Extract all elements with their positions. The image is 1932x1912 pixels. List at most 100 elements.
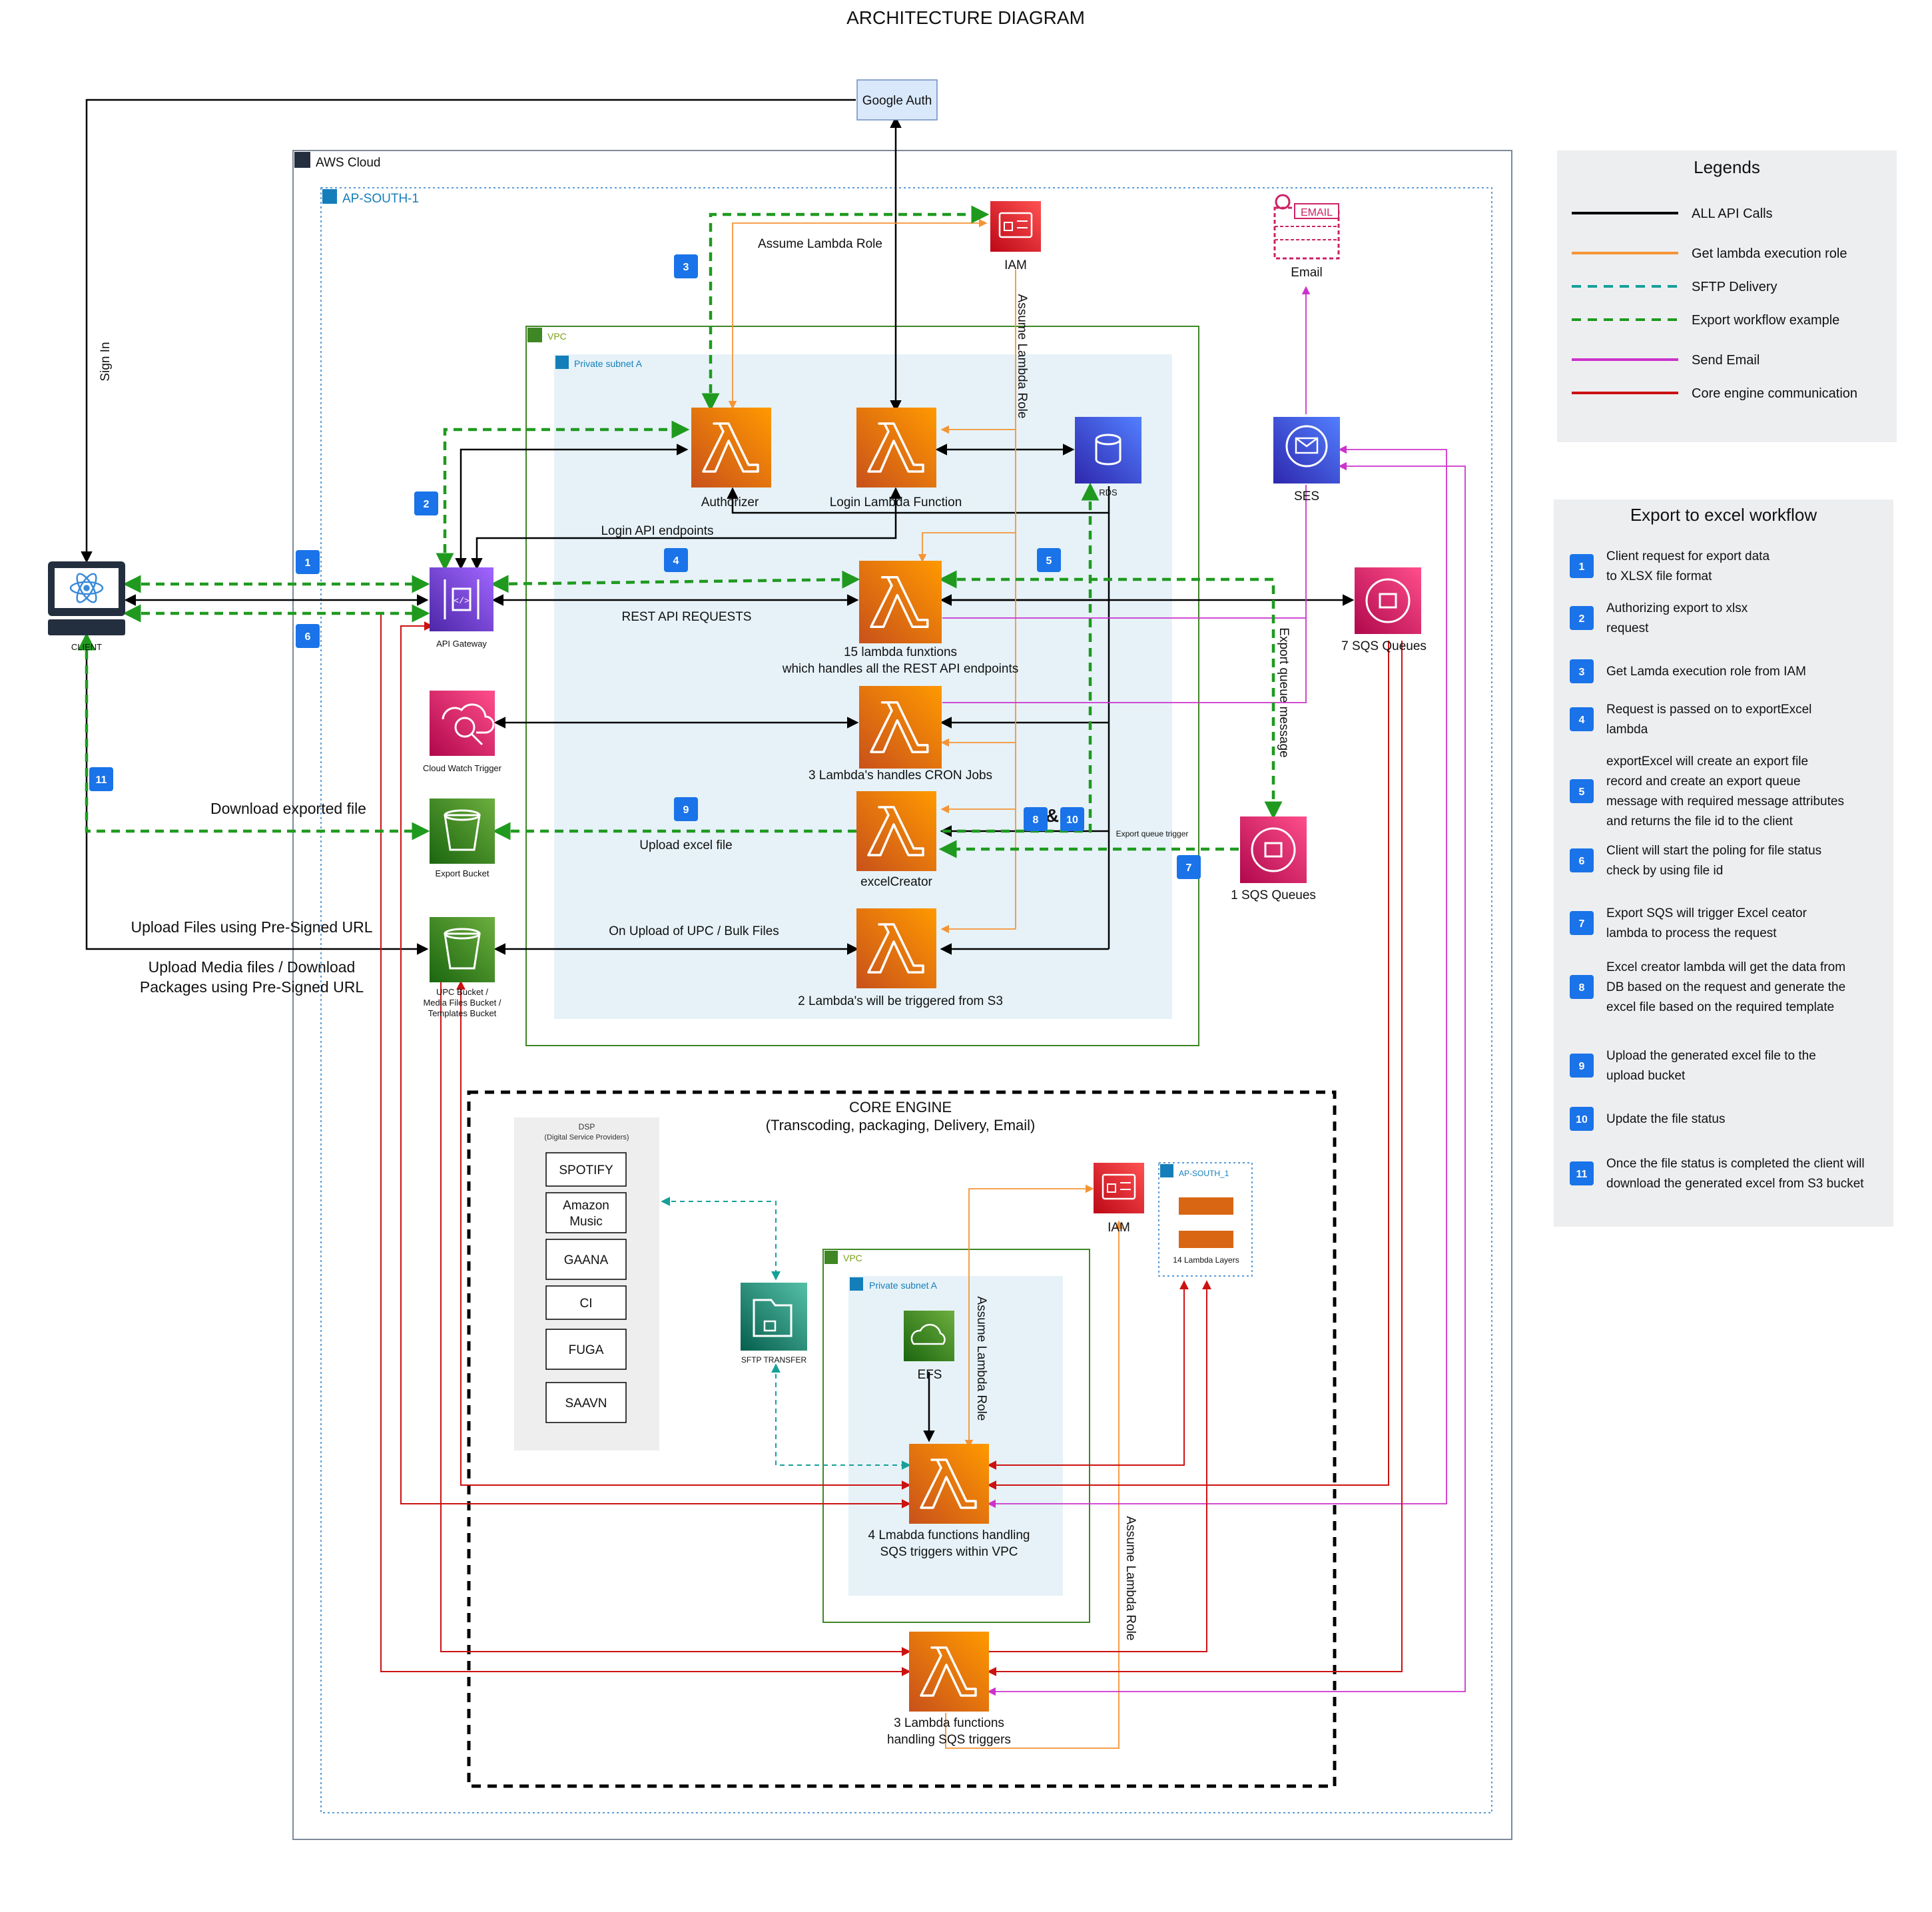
workflow-step-number: 7 bbox=[1579, 918, 1585, 930]
react-icon bbox=[69, 573, 104, 603]
rest-lambda[interactable] bbox=[859, 561, 942, 643]
lambda-icon bbox=[920, 1458, 977, 1509]
sftp-lines bbox=[661, 1197, 911, 1470]
workflow-step-text: to XLSX file format bbox=[1606, 569, 1712, 583]
excel-creator-label: excelCreator bbox=[860, 875, 932, 889]
api-gateway-label: API Gateway bbox=[436, 639, 487, 649]
queue-icon bbox=[1379, 593, 1397, 609]
apigw-authorizer-flow bbox=[436, 420, 690, 571]
sqs1-node[interactable]: 1 SQS Queues bbox=[1231, 816, 1316, 902]
aws-cloud-group: AWS Cloud bbox=[292, 150, 1512, 1840]
authorizer-lambda[interactable] bbox=[691, 408, 771, 487]
core-lambda3[interactable] bbox=[909, 1632, 989, 1712]
step-badge-8: 8 bbox=[1024, 807, 1048, 831]
login-api-label: Login API endpoints bbox=[601, 524, 713, 538]
client-upc-line bbox=[85, 636, 429, 955]
workflow-steps: 1 Client request for export data to XLSX f… bbox=[1570, 549, 1865, 1191]
s3-lambda[interactable] bbox=[856, 908, 936, 988]
upc-bucket-node[interactable]: UPC Bucket / Media Files Bucket / Templa… bbox=[423, 917, 501, 1018]
step-badge-label: 7 bbox=[1186, 862, 1192, 874]
rest-lambda-label-2: which handles all the REST API endpoints bbox=[782, 662, 1019, 676]
workflow-step-number: 2 bbox=[1579, 613, 1585, 625]
workflow-step-text: Client request for export data bbox=[1606, 549, 1770, 563]
authorizer-label: Authorizer bbox=[701, 495, 759, 509]
workflow-step-text: Upload the generated excel file to the bbox=[1606, 1049, 1816, 1063]
step-badge-label: 1 bbox=[305, 557, 311, 569]
core-iam-node[interactable]: IAM bbox=[1094, 1163, 1144, 1235]
dsp-spotify: SPOTIFY bbox=[545, 1152, 627, 1187]
iam-node[interactable]: IAM bbox=[990, 201, 1041, 272]
legend-item: ALL API Calls bbox=[1572, 206, 1773, 221]
google-auth-box[interactable]: Google Auth bbox=[856, 79, 938, 121]
lock-icon bbox=[1004, 222, 1013, 231]
step-badge-2: 2 bbox=[414, 491, 438, 515]
excel-creator-lambda[interactable] bbox=[856, 791, 936, 871]
ses-label: SES bbox=[1294, 489, 1319, 503]
cloudwatch-node[interactable]: Cloud Watch Trigger bbox=[423, 691, 502, 773]
login-lambda[interactable] bbox=[856, 408, 936, 487]
core-region-label: AP-SOUTH_1 bbox=[1179, 1169, 1229, 1178]
core4-layers-line bbox=[987, 1280, 1189, 1470]
assume-role-vertical-label: Assume Lambda Role bbox=[1015, 294, 1029, 419]
core3-ses-line bbox=[987, 462, 1466, 1696]
core-region-group: AP-SOUTH_1 14 Lambda Layers bbox=[1158, 1162, 1253, 1277]
workflow-step-badge bbox=[1570, 911, 1594, 935]
api-gateway-node[interactable]: </> API Gateway bbox=[430, 567, 493, 649]
dsp-fuga-label: FUGA bbox=[569, 1343, 604, 1357]
apigw-core4-line bbox=[400, 621, 911, 1508]
apigw-rest-flow bbox=[490, 570, 860, 593]
upc-bucket-label-1: UPC Bucket / bbox=[436, 987, 488, 997]
download-exported-label: Download exported file bbox=[210, 800, 366, 817]
google-auth-label: Google Auth bbox=[862, 94, 932, 108]
workflow-step-text: Update the file status bbox=[1606, 1112, 1726, 1126]
upload-excel-label: Upload excel file bbox=[639, 838, 732, 852]
legend-label: SFTP Delivery bbox=[1692, 280, 1777, 294]
client-bucket-flow bbox=[77, 632, 430, 840]
iam-label: IAM bbox=[1004, 258, 1027, 272]
dsp-amazon-label-2: Music bbox=[569, 1215, 603, 1229]
workflow-step-text: message with required message attributes bbox=[1606, 795, 1844, 808]
lambda-icon bbox=[870, 701, 929, 753]
workflow-step-badge bbox=[1570, 554, 1594, 578]
step-badge-label: 5 bbox=[1046, 555, 1052, 567]
workflow-step-badge bbox=[1570, 1107, 1594, 1131]
ses-node[interactable]: SES bbox=[1273, 417, 1340, 503]
legend-label: ALL API Calls bbox=[1692, 206, 1773, 221]
workflow-step-number: 1 bbox=[1579, 561, 1585, 573]
workflow-step-number: 5 bbox=[1579, 787, 1585, 798]
core-vpc-label: VPC bbox=[843, 1253, 862, 1263]
workflow-step-badge bbox=[1570, 1054, 1594, 1078]
vpc-label: VPC bbox=[547, 331, 567, 342]
dsp-gaana-label: GAANA bbox=[564, 1253, 609, 1267]
efs-node[interactable]: EFS bbox=[904, 1311, 954, 1382]
workflow-step: 1 Client request for export data to XLSX f… bbox=[1570, 549, 1770, 583]
rest-lambda-label-1: 15 lambda funxtions bbox=[844, 645, 957, 659]
lambda-icon bbox=[870, 576, 929, 628]
ampersand-label: & bbox=[1046, 805, 1059, 826]
step-badge-label: 9 bbox=[683, 804, 689, 816]
sign-in-line bbox=[81, 99, 856, 563]
client-node[interactable]: CLIENT bbox=[48, 561, 125, 652]
export-bucket-node[interactable]: Export Bucket bbox=[430, 798, 495, 878]
core-assume-role-label-2: Assume Lambda Role bbox=[1124, 1516, 1137, 1641]
workflow-step-text: Client will start the poling for file st… bbox=[1606, 844, 1821, 858]
sftp-node[interactable]: SFTP TRANSFER bbox=[741, 1283, 807, 1365]
core-engine-lines bbox=[380, 613, 1403, 1676]
step-badge-label: 8 bbox=[1033, 814, 1039, 826]
rds-node[interactable]: RDS bbox=[1075, 417, 1141, 497]
step-badge-10: 10 bbox=[1060, 807, 1084, 831]
rest-api-label: REST API REQUESTS bbox=[622, 610, 752, 624]
core-lambda4-label-1: 4 Lmabda functions handling bbox=[868, 1528, 1030, 1542]
workflow-step-text: exportExcel will create an export file bbox=[1606, 755, 1808, 769]
core-lambda4[interactable] bbox=[909, 1444, 989, 1524]
workflow-step-text: DB based on the request and generate the bbox=[1606, 980, 1845, 994]
email-node[interactable]: EMAIL Email bbox=[1273, 194, 1340, 280]
sqs7-node[interactable]: 7 SQS Queues bbox=[1341, 567, 1427, 653]
workflow-step-number: 6 bbox=[1579, 856, 1585, 867]
export-bucket-label: Export Bucket bbox=[436, 868, 489, 878]
cron-lambda[interactable] bbox=[859, 686, 942, 769]
